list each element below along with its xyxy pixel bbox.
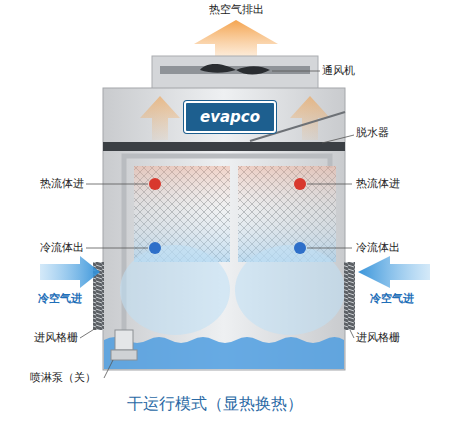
caption: 干运行模式（显热换热） bbox=[127, 394, 303, 414]
spray-pump bbox=[111, 350, 137, 360]
fan-housing bbox=[152, 56, 318, 90]
air-flow bbox=[120, 245, 230, 335]
logo-badge: evapco bbox=[184, 101, 276, 133]
part-label: 冷流体出 bbox=[40, 241, 84, 255]
cold-fluid-dot bbox=[149, 242, 161, 254]
cold-air-arrow bbox=[358, 256, 430, 288]
cold-air-arrow bbox=[40, 256, 100, 288]
air-flow bbox=[235, 245, 345, 335]
logo-text: evapco bbox=[200, 108, 260, 126]
part-label: 热流体进 bbox=[356, 177, 400, 191]
part-label: 热流体进 bbox=[40, 177, 84, 191]
fan-blade bbox=[200, 64, 270, 75]
part-label: 冷流体出 bbox=[356, 241, 400, 255]
air-label: 冷空气进 bbox=[38, 292, 82, 306]
spray-pump bbox=[115, 330, 133, 350]
casing bbox=[103, 88, 345, 370]
hot-fluid-dot bbox=[149, 178, 161, 190]
leader-lines bbox=[80, 71, 354, 378]
part-label: 进风格栅 bbox=[356, 331, 400, 345]
water-basin bbox=[104, 337, 344, 369]
part-label: 通风机 bbox=[322, 64, 355, 78]
cold-fluid-dot bbox=[294, 242, 306, 254]
part-label: 喷淋泵（关） bbox=[30, 371, 96, 385]
part-label: 进风格栅 bbox=[34, 331, 78, 345]
part-label: 脱水器 bbox=[356, 126, 389, 140]
air-inlet-louver bbox=[344, 262, 355, 330]
part-label: 热空气排出 bbox=[209, 3, 264, 17]
drift-eliminator bbox=[103, 142, 345, 151]
air-label: 冷空气进 bbox=[370, 292, 414, 306]
hot-air-arrow bbox=[140, 96, 180, 140]
hot-fluid-dot bbox=[294, 178, 306, 190]
